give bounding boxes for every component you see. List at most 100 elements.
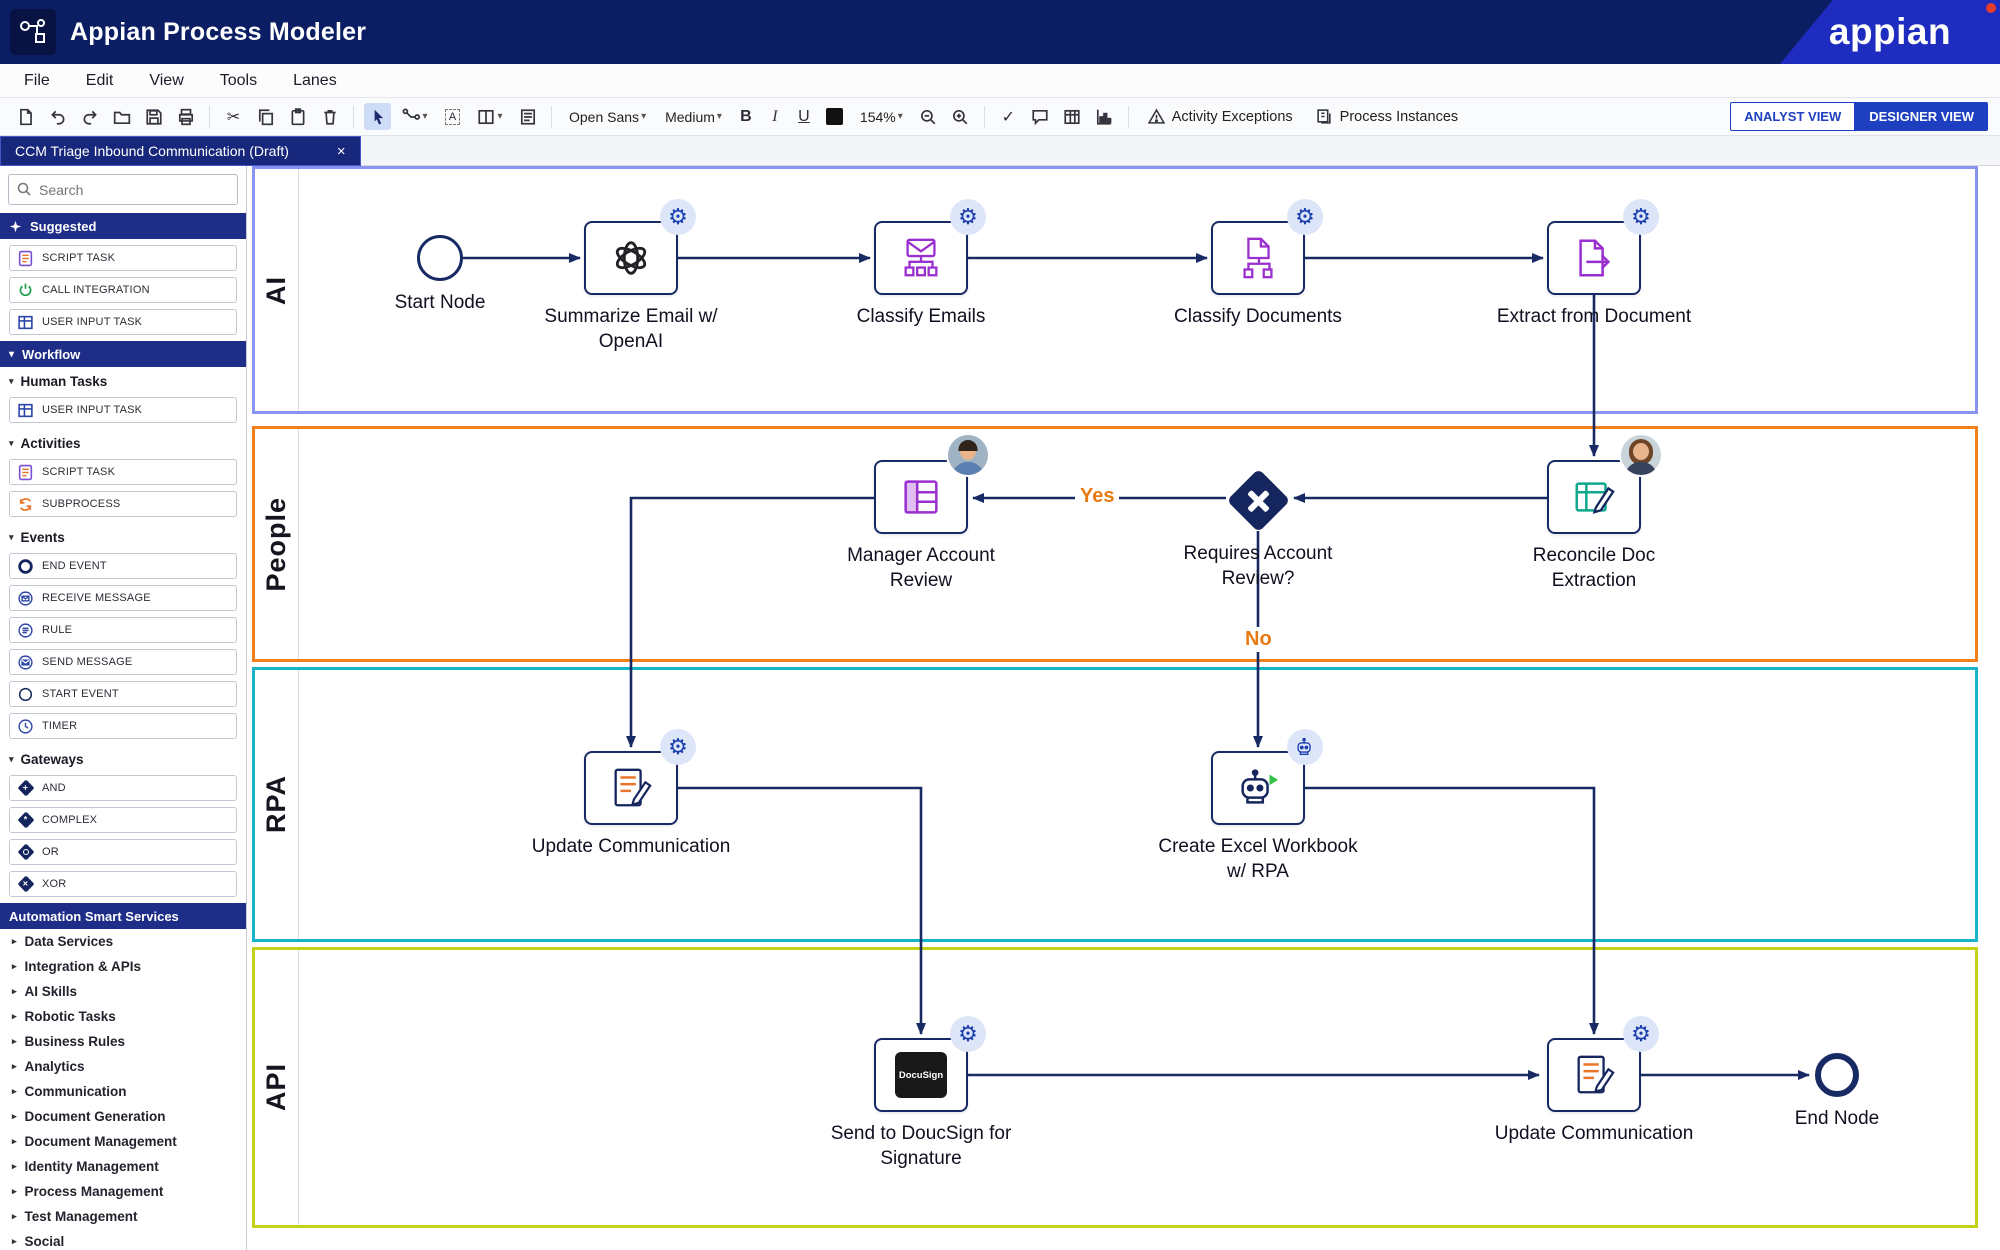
- node-create-excel-workbook[interactable]: Create Excel Workbook w/ RPA: [1153, 729, 1363, 884]
- redo-button[interactable]: [76, 103, 103, 130]
- bold-button[interactable]: B: [740, 107, 752, 125]
- palette-item-send-message[interactable]: SEND MESSAGE: [9, 649, 237, 675]
- select-tool-button[interactable]: [364, 103, 391, 130]
- automation-item-robotic-tasks[interactable]: ▸Robotic Tasks: [12, 1009, 116, 1024]
- node-manager-account-review[interactable]: Manager Account Review: [816, 435, 1026, 593]
- table-button[interactable]: [1059, 103, 1086, 130]
- analyst-view-button[interactable]: ANALYST VIEW: [1730, 102, 1856, 131]
- text-tool-button[interactable]: A: [439, 103, 466, 130]
- gear-badge-icon[interactable]: ⚙: [1287, 199, 1323, 235]
- palette-item-timer[interactable]: TIMER: [9, 713, 237, 739]
- automation-item-data-services[interactable]: ▸Data Services: [12, 934, 114, 949]
- xor-gateway-icon[interactable]: [1226, 468, 1290, 532]
- robot-badge-icon[interactable]: [1287, 729, 1323, 765]
- process-instances-button[interactable]: Process Instances: [1307, 104, 1467, 129]
- new-file-button[interactable]: [12, 103, 39, 130]
- designer-view-button[interactable]: DESIGNER VIEW: [1855, 102, 1988, 131]
- validate-button[interactable]: ✓: [1001, 108, 1015, 126]
- tab-close-icon[interactable]: ×: [336, 142, 346, 160]
- cut-button[interactable]: ✂: [226, 108, 241, 126]
- menu-edit[interactable]: Edit: [85, 71, 114, 89]
- automation-item-communication[interactable]: ▸Communication: [12, 1084, 127, 1099]
- palette-item-end-event[interactable]: END EVENT: [9, 553, 237, 579]
- automation-item-ai-skills[interactable]: ▸AI Skills: [12, 984, 78, 999]
- node-start[interactable]: Start Node: [335, 235, 545, 316]
- undo-button[interactable]: [44, 103, 71, 130]
- notes-tool-button[interactable]: [514, 103, 541, 130]
- open-button[interactable]: [108, 103, 135, 130]
- gear-badge-icon[interactable]: ⚙: [660, 199, 696, 235]
- node-extract-from-document[interactable]: ⚙ Extract from Document: [1489, 199, 1699, 330]
- node-send-to-docusign[interactable]: ⚙ DocuSign Send to DoucSign for Signatur…: [816, 1016, 1026, 1171]
- zoom-out-button[interactable]: [915, 103, 942, 130]
- color-swatch-button[interactable]: [821, 103, 848, 130]
- sidebar-section-automation[interactable]: Automation Smart Services: [0, 903, 246, 929]
- lane-rpa[interactable]: RPA: [252, 667, 1978, 942]
- node-reconcile-doc-extraction[interactable]: Reconcile Doc Extraction: [1489, 435, 1699, 593]
- node-classify-documents[interactable]: ⚙ Classify Documents: [1153, 199, 1363, 330]
- save-button[interactable]: [140, 103, 167, 130]
- node-end[interactable]: End Node: [1732, 1053, 1942, 1132]
- end-event-circle[interactable]: [1815, 1053, 1859, 1097]
- palette-item-xor-gateway[interactable]: × XOR: [9, 871, 237, 897]
- node-summarize-email[interactable]: ⚙ Summarize Email w/ OpenAI: [526, 199, 736, 354]
- node-requires-account-review-gateway[interactable]: Requires Account Review?: [1153, 468, 1363, 591]
- node-update-communication-rpa[interactable]: ⚙ Update Communication: [526, 729, 736, 860]
- font-family-select[interactable]: Open Sans▾: [569, 108, 647, 125]
- zoom-level-select[interactable]: 154%▾: [859, 108, 903, 125]
- node-update-communication-api[interactable]: ⚙ Update Communication: [1489, 1016, 1699, 1147]
- gear-badge-icon[interactable]: ⚙: [1623, 1016, 1659, 1052]
- palette-item-rule[interactable]: RULE: [9, 617, 237, 643]
- group-activities[interactable]: ▾Activities: [9, 436, 81, 451]
- menu-file[interactable]: File: [24, 71, 50, 89]
- chart-button[interactable]: [1091, 103, 1118, 130]
- comment-button[interactable]: [1027, 103, 1054, 130]
- palette-item-subprocess[interactable]: SUBPROCESS: [9, 491, 237, 517]
- activity-exceptions-button[interactable]: Activity Exceptions: [1139, 104, 1302, 129]
- connector-tool-button[interactable]: ▾: [396, 103, 434, 130]
- gear-badge-icon[interactable]: ⚙: [1623, 199, 1659, 235]
- group-events[interactable]: ▾Events: [9, 530, 65, 545]
- menu-lanes[interactable]: Lanes: [293, 71, 337, 89]
- palette-item-or-gateway[interactable]: OR: [9, 839, 237, 865]
- node-classify-emails[interactable]: ⚙ Classify Emails: [816, 199, 1026, 330]
- automation-item-identity-management[interactable]: ▸Identity Management: [12, 1159, 159, 1174]
- tab-ccm-triage[interactable]: CCM Triage Inbound Communication (Draft)…: [0, 136, 361, 166]
- palette-item-receive-message[interactable]: RECEIVE MESSAGE: [9, 585, 237, 611]
- zoom-in-button[interactable]: [947, 103, 974, 130]
- group-human-tasks[interactable]: ▾Human Tasks: [9, 374, 108, 389]
- automation-item-test-management[interactable]: ▸Test Management: [12, 1209, 138, 1224]
- automation-item-document-management[interactable]: ▸Document Management: [12, 1134, 177, 1149]
- automation-item-business-rules[interactable]: ▸Business Rules: [12, 1034, 126, 1049]
- italic-button[interactable]: I: [772, 107, 778, 125]
- paste-button[interactable]: [284, 103, 311, 130]
- gear-badge-icon[interactable]: ⚙: [660, 729, 696, 765]
- palette-item-and-gateway[interactable]: + AND: [9, 775, 237, 801]
- menu-view[interactable]: View: [149, 71, 184, 89]
- underline-button[interactable]: U: [798, 107, 810, 125]
- palette-item-script-task[interactable]: SCRIPT TASK: [9, 245, 237, 271]
- search-input[interactable]: [8, 174, 238, 205]
- delete-button[interactable]: [316, 103, 343, 130]
- automation-item-analytics[interactable]: ▸Analytics: [12, 1059, 85, 1074]
- font-size-select[interactable]: Medium▾: [665, 108, 722, 125]
- palette-item-script-task[interactable]: SCRIPT TASK: [9, 459, 237, 485]
- automation-item-integration-apis[interactable]: ▸Integration & APIs: [12, 959, 142, 974]
- palette-item-complex-gateway[interactable]: * COMPLEX: [9, 807, 237, 833]
- gear-badge-icon[interactable]: ⚙: [950, 1016, 986, 1052]
- process-canvas[interactable]: AI People RPA API: [247, 166, 2000, 1250]
- lane-people[interactable]: People: [252, 426, 1978, 662]
- palette-item-user-input-task[interactable]: USER INPUT TASK: [9, 397, 237, 423]
- layout-tool-button[interactable]: ▾: [471, 103, 509, 130]
- lane-api[interactable]: API: [252, 947, 1978, 1228]
- group-gateways[interactable]: ▾Gateways: [9, 752, 84, 767]
- start-event-circle[interactable]: [417, 235, 463, 281]
- automation-item-document-generation[interactable]: ▸Document Generation: [12, 1109, 166, 1124]
- palette-item-start-event[interactable]: START EVENT: [9, 681, 237, 707]
- palette-item-call-integration[interactable]: CALL INTEGRATION: [9, 277, 237, 303]
- gear-badge-icon[interactable]: ⚙: [950, 199, 986, 235]
- lane-ai[interactable]: AI: [252, 166, 1978, 414]
- sidebar-section-workflow[interactable]: ▾ Workflow: [0, 341, 246, 367]
- sidebar-section-suggested[interactable]: Suggested: [0, 213, 246, 239]
- automation-item-process-management[interactable]: ▸Process Management: [12, 1184, 164, 1199]
